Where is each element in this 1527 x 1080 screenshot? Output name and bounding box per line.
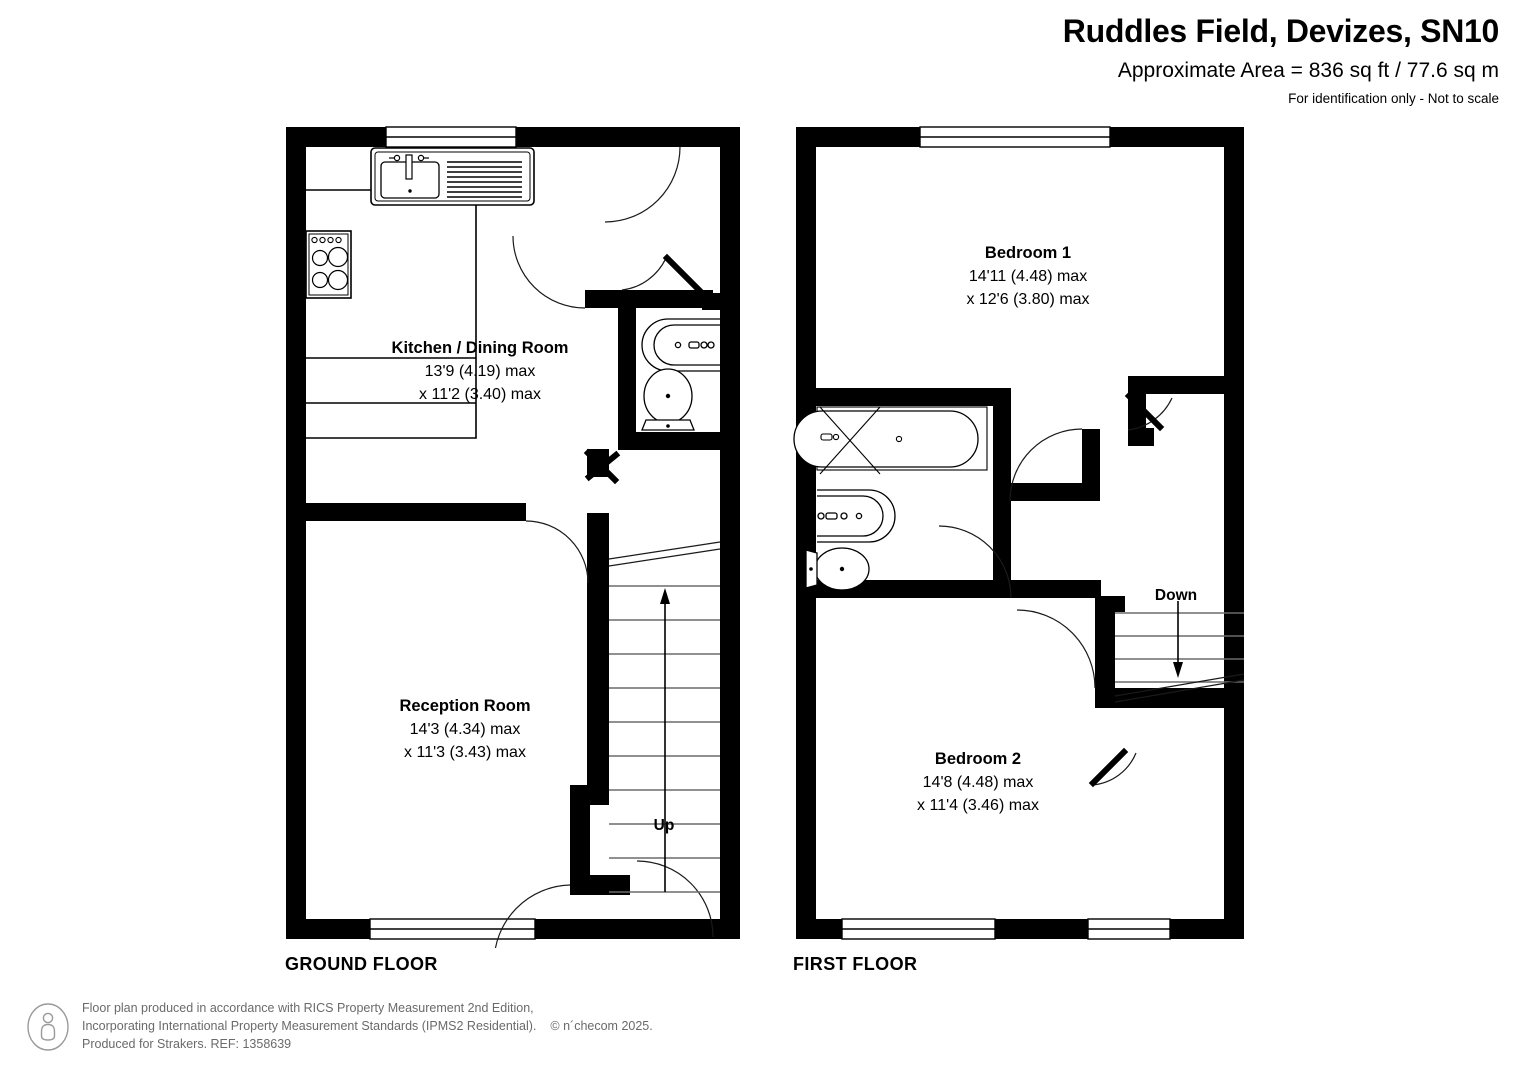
first-floor-svg: Bedroom 1 14'11 (4.48) max x 12'6 (3.80)… <box>793 126 1245 940</box>
staircase-down <box>1114 601 1245 703</box>
first-floor-plan: Bedroom 1 14'11 (4.48) max x 12'6 (3.80)… <box>780 118 1260 948</box>
footer-line-3: Produced for Strakers. REF: 1358639 <box>82 1036 292 1051</box>
stairs-down-arrow-icon <box>1173 601 1183 678</box>
window-bedroom2-front-left <box>841 918 996 940</box>
reception-dim2: x 11'3 (3.43) max <box>404 744 526 761</box>
window-reception-front <box>369 918 536 940</box>
stairs-down-text: Down <box>1155 587 1197 604</box>
window-kitchen-rear <box>385 126 517 148</box>
bedroom1-dim1: 14'11 (4.48) max <box>969 268 1087 285</box>
first-outer-walls <box>796 127 1244 939</box>
footer-text: Floor plan produced in accordance with R… <box>82 1000 653 1053</box>
kitchen-room-label: Kitchen / Dining Room 13'9 (4.19) max x … <box>392 339 569 403</box>
bathroom-toilet-icon <box>805 547 870 591</box>
footer: Floor plan produced in accordance with R… <box>26 1000 653 1053</box>
hob-icon <box>305 230 352 299</box>
bedroom2-name: Bedroom 2 <box>935 750 1021 768</box>
staircase: Up <box>608 541 721 893</box>
reception-room-label: Reception Room 14'3 (4.34) max x 11'3 (3… <box>399 697 530 761</box>
ground-floor-label: GROUND FLOOR <box>285 954 438 974</box>
wc-toilet-icon <box>641 368 695 431</box>
page-title: Ruddles Field, Devizes, SN10 <box>1062 13 1500 49</box>
reception-name: Reception Room <box>399 697 530 715</box>
footer-copyright: © n´checom 2025. <box>550 1018 653 1033</box>
first-floor-label: FIRST FLOOR <box>793 954 918 974</box>
kitchen-dim1: 13'9 (4.19) max <box>425 363 536 380</box>
ground-door-leaves <box>583 253 713 485</box>
wc-basin-icon <box>641 318 720 372</box>
bedroom1-room-label: Bedroom 1 14'11 (4.48) max x 12'6 (3.80)… <box>966 244 1089 308</box>
first-door-leaves <box>1088 391 1165 788</box>
bedroom1-name: Bedroom 1 <box>985 244 1071 262</box>
person-in-circle-icon <box>26 1002 70 1052</box>
footer-line-2-wrap: Incorporating International Property Mea… <box>82 1018 653 1036</box>
bedroom2-dim1: 14'8 (4.48) max <box>923 774 1034 791</box>
stairs-up-text: Up <box>654 817 675 834</box>
ground-floor-svg: Up Kitchen / Dining Room 13'9 (4.19) max… <box>286 126 740 948</box>
reception-dim1: 14'3 (4.34) max <box>410 721 521 738</box>
bathroom-basin-icon <box>817 489 896 543</box>
ground-outer-walls <box>286 127 740 939</box>
kitchen-dim2: x 11'2 (3.40) max <box>419 386 541 403</box>
disclaimer-note: For identification only - Not to scale <box>1288 91 1499 107</box>
window-landing-front-right <box>1087 918 1171 940</box>
footer-line-1: Floor plan produced in accordance with R… <box>82 1001 534 1015</box>
kitchen-name: Kitchen / Dining Room <box>392 339 569 357</box>
ground-floor-plan: Up Kitchen / Dining Room 13'9 (4.19) max… <box>270 118 750 948</box>
footer-line-2: Incorporating International Property Mea… <box>82 1018 537 1033</box>
sink-icon <box>370 147 535 206</box>
stairs-up-arrow-icon <box>660 588 670 892</box>
header: Ruddles Field, Devizes, SN10 Approximate… <box>1062 13 1500 107</box>
bathtub-icon <box>793 406 988 475</box>
window-bedroom1-rear <box>919 126 1111 148</box>
bedroom1-dim2: x 12'6 (3.80) max <box>966 291 1089 308</box>
approximate-area: Approximate Area = 836 sq ft / 77.6 sq m <box>1117 59 1499 83</box>
bedroom2-room-label: Bedroom 2 14'8 (4.48) max x 11'4 (3.46) … <box>917 750 1039 814</box>
ground-doors <box>494 146 714 948</box>
ground-internal-walls <box>306 290 740 895</box>
bedroom2-dim2: x 11'4 (3.46) max <box>917 797 1039 814</box>
